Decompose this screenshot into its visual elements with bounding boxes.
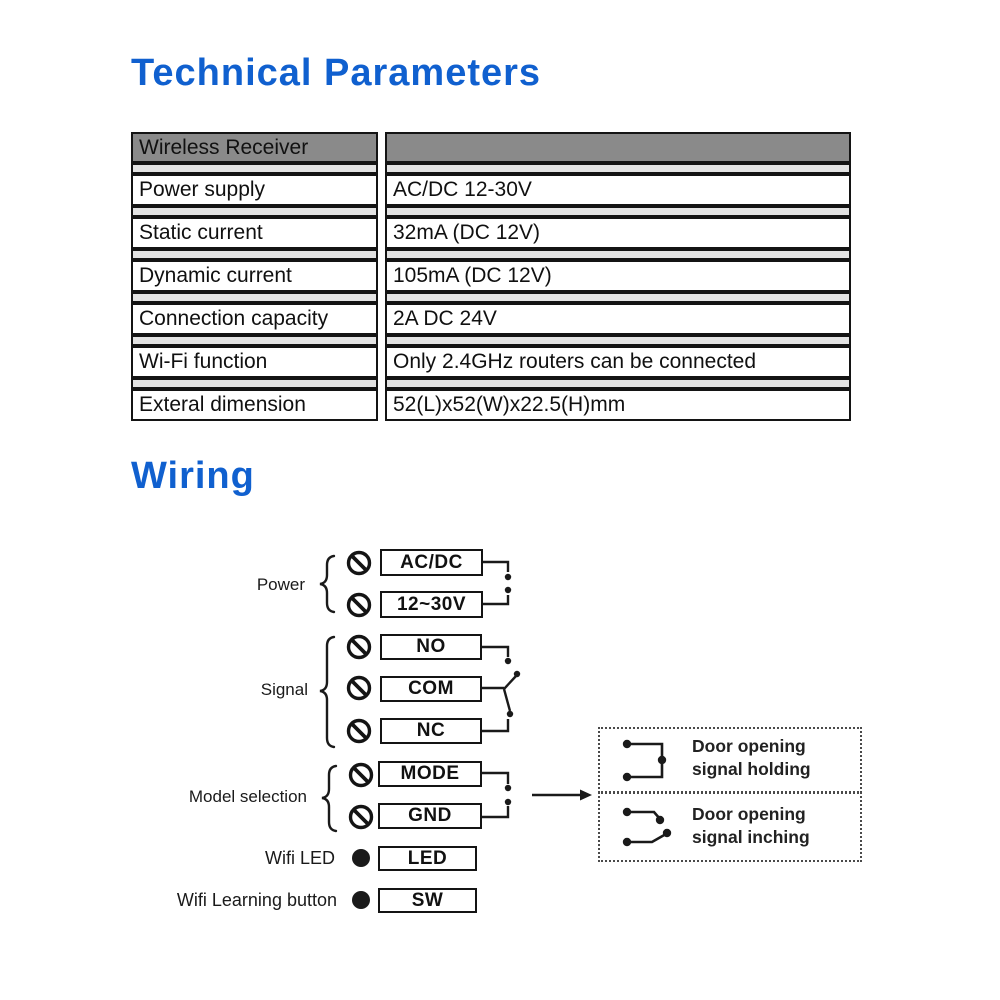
signal-brace-icon bbox=[319, 635, 336, 749]
note-line: Door opening bbox=[692, 804, 806, 824]
row-label: Dynamic current bbox=[131, 260, 378, 292]
model-selection-group-label: Model selection bbox=[188, 787, 307, 806]
terminal-com: COM bbox=[380, 676, 482, 702]
table-header-row: Wireless Receiver bbox=[131, 132, 851, 163]
screw-icon bbox=[348, 762, 374, 788]
table-header-cell: Wireless Receiver bbox=[131, 132, 378, 163]
table-row: Wi-Fi function Only 2.4GHz routers can b… bbox=[131, 346, 851, 378]
arrow-right-icon bbox=[532, 789, 592, 801]
note-line: signal holding bbox=[692, 759, 811, 779]
learning-button-dot-icon bbox=[352, 891, 370, 909]
spec-table: Wireless Receiver Power supply AC/DC 12-… bbox=[131, 132, 851, 421]
table-header-cell-empty bbox=[385, 132, 851, 163]
junction-dot bbox=[504, 586, 512, 594]
power-group-label: Power bbox=[256, 575, 305, 594]
table-separator bbox=[131, 292, 851, 303]
table-separator bbox=[131, 163, 851, 174]
row-value: 2A DC 24V bbox=[385, 303, 851, 335]
table-row: Exteral dimension 52(L)x52(W)x22.5(H)mm bbox=[131, 389, 851, 421]
table-separator bbox=[131, 249, 851, 260]
note-inching-text: Door opening signal inching bbox=[692, 803, 810, 849]
screw-icon bbox=[346, 718, 372, 744]
model-brace-icon bbox=[321, 764, 338, 833]
row-value: AC/DC 12-30V bbox=[385, 174, 851, 206]
signal-group-label: Signal bbox=[260, 680, 308, 699]
screw-icon bbox=[348, 804, 374, 830]
note-box-inching bbox=[598, 792, 862, 862]
wifi-learning-button-label: Wifi Learning button bbox=[176, 890, 337, 910]
page-title: Technical Parameters bbox=[131, 52, 542, 94]
table-row: Power supply AC/DC 12-30V bbox=[131, 174, 851, 206]
row-value: 32mA (DC 12V) bbox=[385, 217, 851, 249]
screw-icon bbox=[346, 592, 372, 618]
terminal-12-30v: 12~30V bbox=[380, 591, 483, 618]
switch-lever bbox=[502, 688, 512, 712]
table-separator bbox=[131, 335, 851, 346]
brace-icons bbox=[319, 554, 338, 833]
row-label: Static current bbox=[131, 217, 378, 249]
terminal-sw: SW bbox=[378, 888, 477, 913]
row-value: Only 2.4GHz routers can be connected bbox=[385, 346, 851, 378]
table-row: Dynamic current 105mA (DC 12V) bbox=[131, 260, 851, 292]
terminal-acdc: AC/DC bbox=[380, 549, 483, 576]
lever-tip-dot bbox=[513, 670, 521, 678]
note-line: Door opening bbox=[692, 736, 806, 756]
wifi-led-label: Wifi LED bbox=[264, 848, 335, 868]
screw-icon bbox=[346, 634, 372, 660]
table-row: Static current 32mA (DC 12V) bbox=[131, 217, 851, 249]
no-contact-dot bbox=[504, 657, 512, 665]
row-label: Wi-Fi function bbox=[131, 346, 378, 378]
junction-dot bbox=[504, 798, 512, 806]
terminal-no: NO bbox=[380, 634, 482, 660]
terminal-gnd: GND bbox=[378, 803, 482, 829]
row-label: Power supply bbox=[131, 174, 378, 206]
screw-terminal-icons bbox=[346, 550, 374, 830]
table-separator bbox=[131, 206, 851, 217]
table-separator bbox=[131, 378, 851, 389]
wifi-led-dot-icon bbox=[352, 849, 370, 867]
nc-contact-dot bbox=[506, 710, 514, 718]
signal-wires bbox=[482, 645, 517, 733]
table-row: Connection capacity 2A DC 24V bbox=[131, 303, 851, 335]
switch-lever bbox=[503, 675, 517, 690]
power-wires bbox=[483, 560, 510, 606]
row-value: 105mA (DC 12V) bbox=[385, 260, 851, 292]
note-line: signal inching bbox=[692, 827, 810, 847]
junction-dot bbox=[504, 573, 512, 581]
row-label: Exteral dimension bbox=[131, 389, 378, 421]
section-title-wiring: Wiring bbox=[131, 455, 255, 497]
row-label: Connection capacity bbox=[131, 303, 378, 335]
power-brace-icon bbox=[319, 554, 336, 614]
junction-dot bbox=[504, 784, 512, 792]
terminal-led: LED bbox=[378, 846, 477, 871]
mode-wires bbox=[482, 771, 510, 819]
note-holding-text: Door opening signal holding bbox=[692, 735, 811, 781]
terminal-nc: NC bbox=[380, 718, 482, 744]
row-value: 52(L)x52(W)x22.5(H)mm bbox=[385, 389, 851, 421]
screw-icon bbox=[346, 675, 372, 701]
screw-icon bbox=[346, 550, 372, 576]
terminal-mode: MODE bbox=[378, 761, 482, 787]
